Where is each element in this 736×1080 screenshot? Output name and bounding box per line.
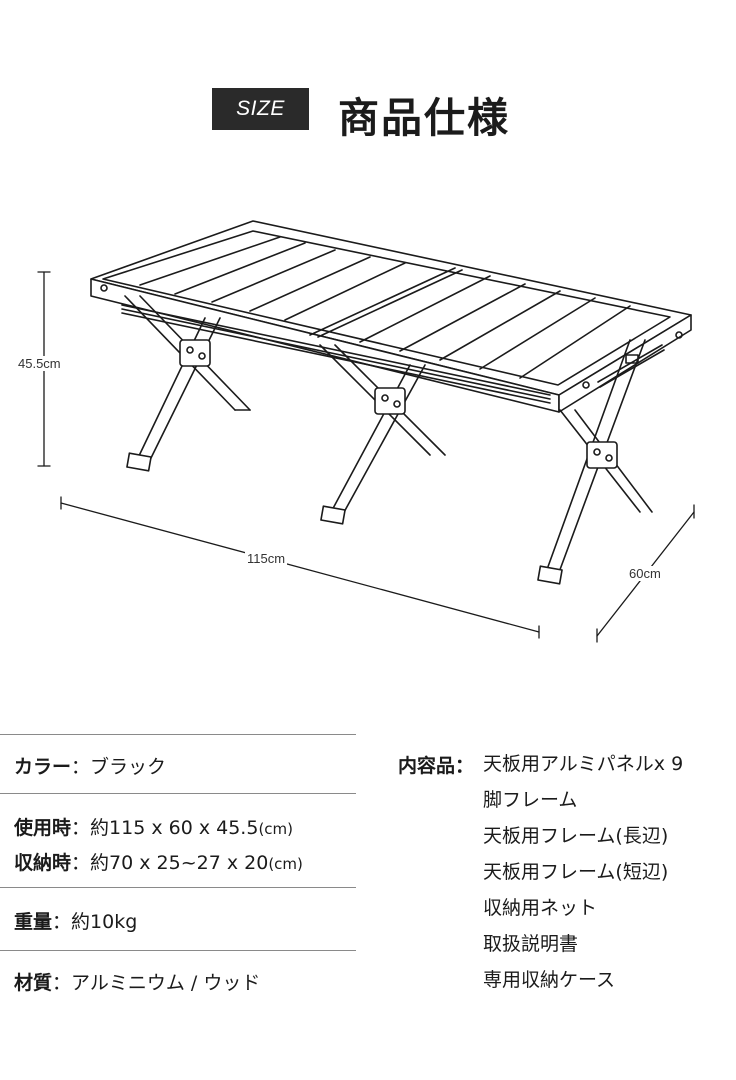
list-item: 天板用フレーム(短辺) [483,861,669,883]
spec-stored-size: 収納時：約70 x 25~27 x 20(cm) [14,848,303,875]
spec-separator: ： [52,972,72,994]
page-title: 商品仕様 [338,94,510,142]
spec-color-key: カラー [14,756,72,778]
divider [0,734,356,735]
spec-weight-key: 重量 [14,911,53,933]
list-item: 天板用アルミパネルx 9 [483,753,684,775]
spec-separator: ： [52,911,72,933]
size-badge: SIZE [212,88,309,130]
contents-label: 内容品： [398,751,474,778]
spec-material: 材質：アルミニウム / ウッド [14,968,260,995]
left-leg-frame [124,295,251,472]
spec-weight: 重量：約10kg [14,907,137,934]
right-leg-frame [537,339,653,585]
dimension-lines [37,271,695,643]
list-item: 収納用ネット [483,897,598,919]
divider [0,887,356,888]
spec-material-value: アルミニウム / ウッド [71,972,261,994]
spec-separator: ： [71,852,91,874]
length-dimension-label: 115cm [245,551,288,566]
spec-color: カラー：ブラック [14,752,166,779]
list-item: 取扱説明書 [483,933,579,955]
spec-stored-key: 収納時 [14,852,72,874]
height-dimension-label: 45.5cm [16,356,63,371]
list-item: 専用収納ケース [483,969,616,991]
spec-separator: ： [71,756,91,778]
list-item: 天板用フレーム(長辺) [483,825,669,847]
list-item: 脚フレーム [483,789,578,811]
spec-material-key: 材質 [14,972,53,994]
depth-dimension-label: 60cm [627,566,663,581]
spec-stored-unit: (cm) [268,855,303,873]
spec-in-use-key: 使用時 [14,817,72,839]
table-line-drawing [37,220,695,643]
divider [0,950,356,951]
spec-in-use-value: 約115 x 60 x 45.5 [90,817,259,839]
spec-in-use-unit: (cm) [258,820,294,838]
spec-weight-value: 約10kg [71,911,138,933]
spec-stored-value: 約70 x 25~27 x 20 [90,852,269,874]
spec-separator: ： [455,755,475,777]
spec-color-value: ブラック [90,756,167,778]
middle-leg-frame [319,344,446,525]
tabletop [90,220,692,413]
divider [0,793,356,794]
contents-list: 天板用アルミパネルx 9 脚フレーム 天板用フレーム(長辺) 天板用フレーム(短… [483,751,683,1003]
spec-separator: ： [71,817,91,839]
contents-key: 内容品 [398,755,456,777]
spec-in-use-size: 使用時：約115 x 60 x 45.5(cm) [14,813,293,840]
